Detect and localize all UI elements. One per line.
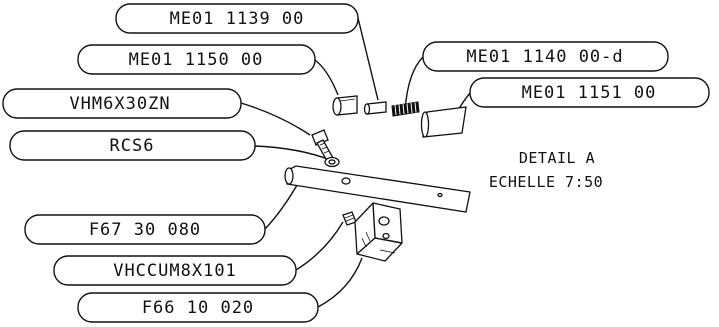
callout-me01-1140-00-d: ME01 1140 00-d [422,41,669,72]
callout-label: VHM6X30ZN [69,94,170,114]
screw-part [311,129,334,162]
callout-f67-30-080: F67 30 080 [24,214,266,245]
callout-label: ME01 1151 00 [522,83,657,103]
rod-part [420,106,467,138]
callout-me01-1150-00: ME01 1150 00 [77,44,316,75]
detail-annotation: DETAIL A ECHELLE 7:50 [489,149,603,191]
pin-part [363,101,387,115]
callout-label: VHCCUM8X101 [113,261,237,281]
washer-part [324,156,340,168]
set-screw-part [342,211,357,226]
callout-me01-1139-00: ME01 1139 00 [115,3,359,34]
callout-f66-10-020: F66 10 020 [77,292,319,323]
bushing-part [332,95,358,116]
spring-part [391,101,420,117]
callout-label: ME01 1140 00-d [466,47,623,67]
callout-vhccum8x101: VHCCUM8X101 [53,255,297,286]
callout-me01-1151-00: ME01 1151 00 [469,77,710,108]
callout-label: F66 10 020 [142,298,254,318]
callout-label: RCS6 [110,136,155,156]
callout-label: F67 30 080 [89,220,201,240]
detail-title: DETAIL A [519,149,595,167]
callout-rcs6: RCS6 [9,130,256,161]
block-part [354,202,403,262]
callout-label: ME01 1139 00 [170,9,305,29]
leader-lines [240,17,471,308]
callout-vhm6x30zn: VHM6X30ZN [2,88,242,119]
callout-label: ME01 1150 00 [129,50,264,70]
detail-scale: ECHELLE 7:50 [489,173,603,191]
shaft-part [284,165,471,213]
